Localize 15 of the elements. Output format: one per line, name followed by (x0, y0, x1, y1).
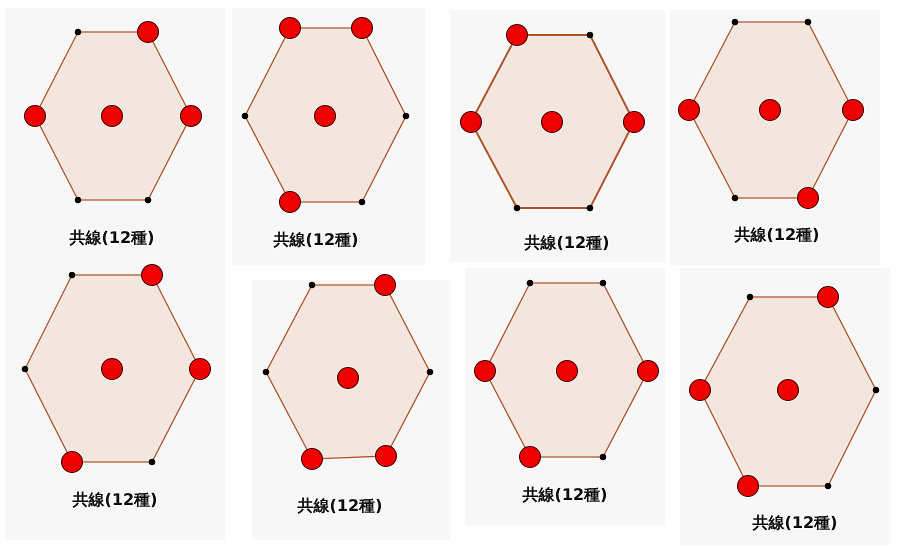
caption-text: 共線(12種) (70, 228, 154, 248)
caption-text: 共線(12種) (524, 233, 610, 253)
panel (5, 8, 225, 265)
panel (232, 8, 425, 265)
panel (450, 10, 665, 262)
caption-text: 共線(12種) (752, 513, 838, 533)
caption-text: 共線(12種) (298, 496, 382, 516)
panel (680, 268, 890, 545)
panel (670, 10, 880, 265)
panel (5, 265, 225, 540)
caption-text: 共線(12種) (72, 490, 158, 510)
caption-text: 共線(12種) (522, 485, 608, 505)
panel (465, 268, 665, 525)
caption-text: 共線(12種) (734, 225, 820, 245)
caption-text: 共線(12種) (274, 230, 358, 250)
